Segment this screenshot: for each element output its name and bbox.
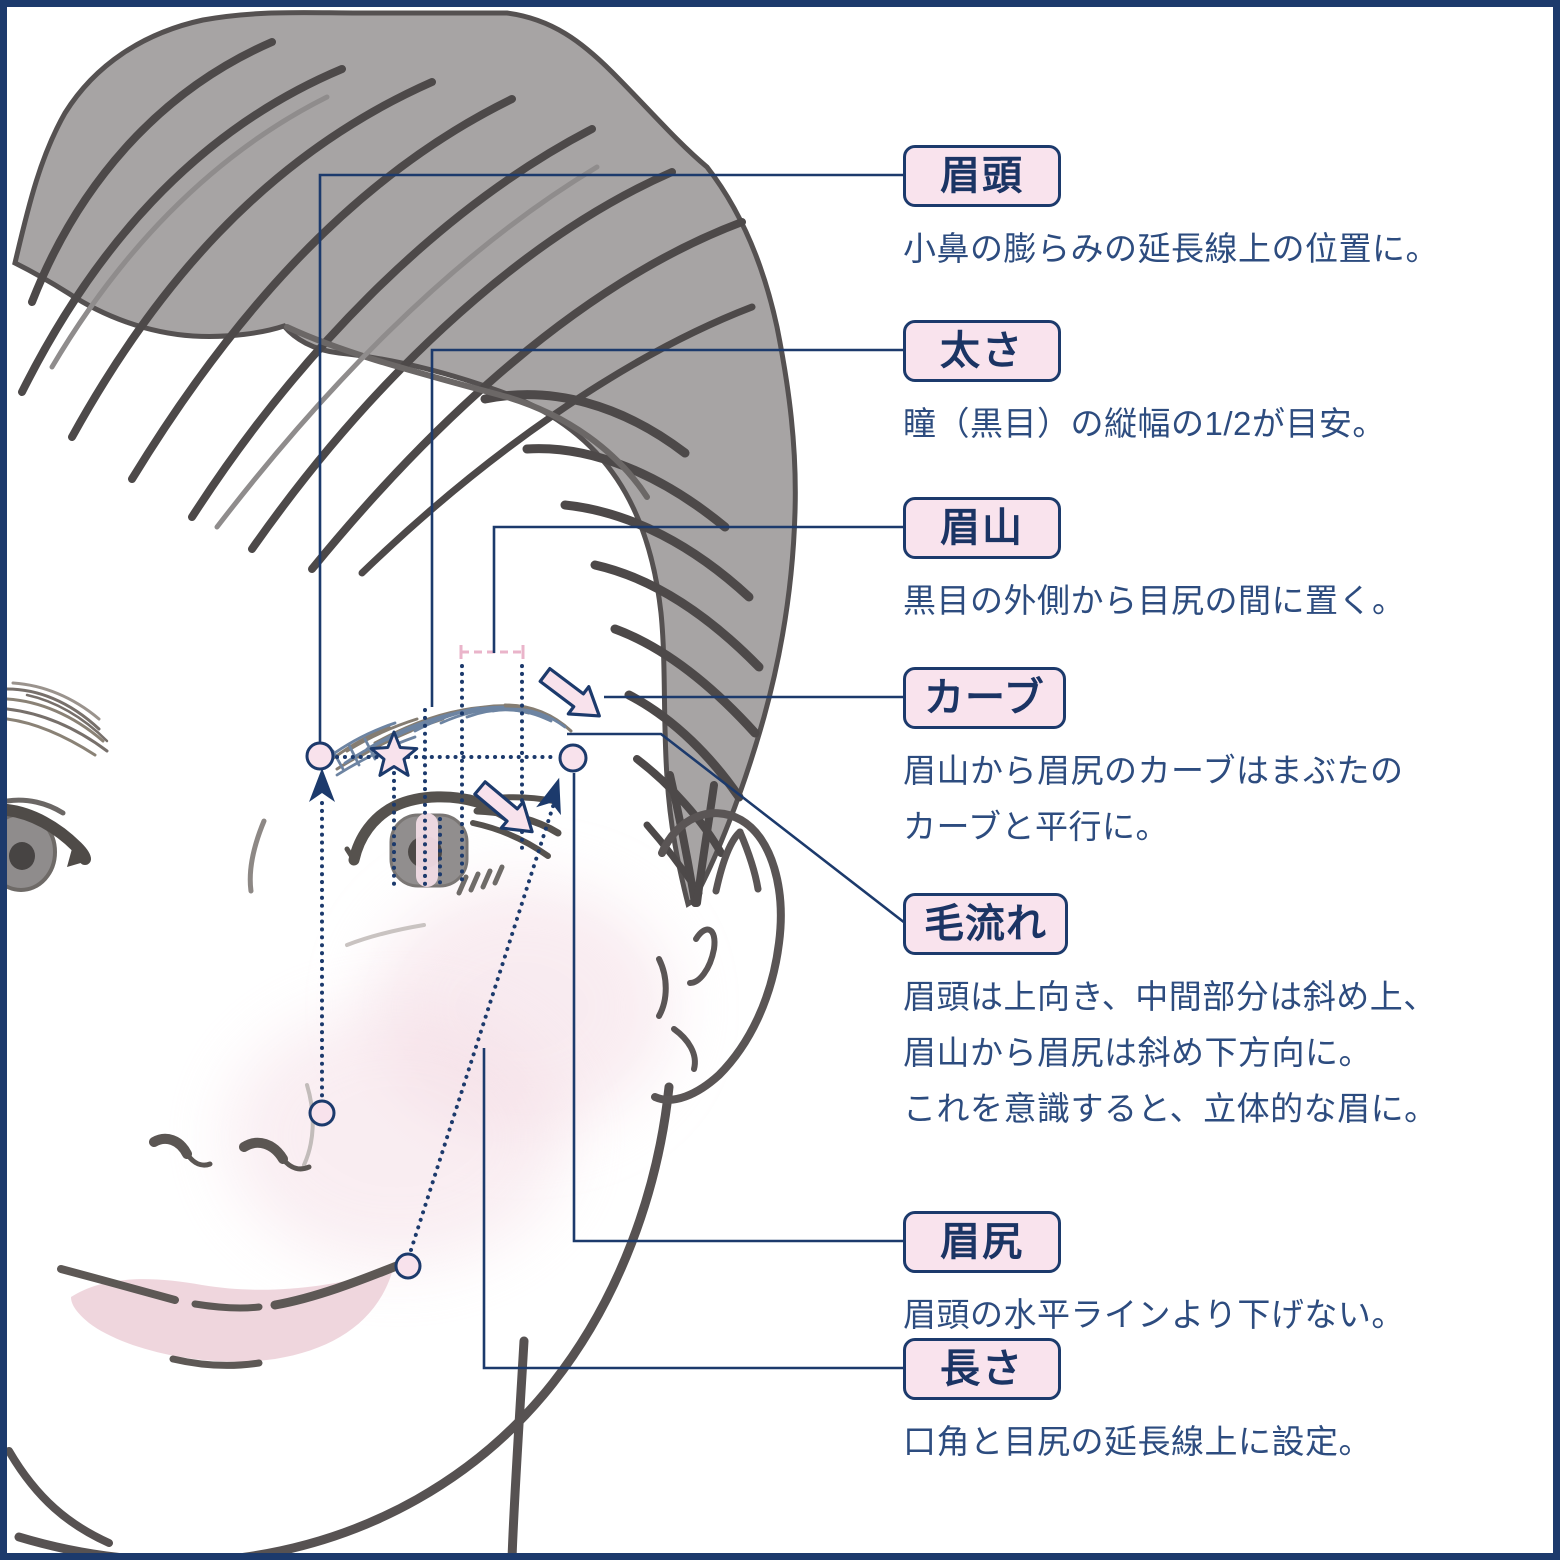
guide-dotted-lines [320, 664, 558, 1252]
nose-wing-marker [308, 1099, 336, 1127]
callout-brow-peak: 眉山 黒目の外側から目尻の間に置く。 [903, 497, 1523, 629]
callout-brow-head: 眉頭 小鼻の膨らみの延長線上の位置に。 [903, 145, 1523, 277]
mouth-to-tail-diagonal [409, 795, 558, 1252]
callout-label: 眉尻 [903, 1211, 1061, 1273]
nose-side-line [302, 1083, 315, 1167]
ear [651, 809, 785, 1104]
chin-left-line [7, 1447, 113, 1547]
callout-description: 眉頭は上向き、中間部分は斜め上、 眉山から眉尻は斜め下方向に。 これを意識すると… [903, 978, 1438, 1128]
callout-description: 小鼻の膨らみの延長線上の位置に。 [903, 230, 1439, 267]
lower-lashes [456, 864, 505, 896]
callout-label: 眉頭 [903, 145, 1061, 207]
callout-label: カーブ [903, 667, 1066, 729]
callout-description: 口角と目尻の延長線上に設定。 [903, 1423, 1372, 1460]
cheek-blush [227, 882, 672, 1267]
guide-markers [305, 667, 601, 1280]
leader-length [482, 1048, 903, 1370]
hair-tip-over-ear [666, 771, 718, 907]
measure-bracket [459, 645, 525, 659]
callout-description: 瞳（黒目）の縦幅の1/2が目安。 [903, 405, 1386, 442]
leader-lines [318, 173, 906, 1370]
callout-label: 眉山 [903, 497, 1061, 559]
jaw-line [14, 1082, 674, 1553]
callout-description: 眉頭の水平ラインより下げない。 [903, 1296, 1405, 1333]
left-eye [7, 797, 91, 892]
callout-curve: カーブ 眉山から眉尻のカーブはまぶたの カーブと平行に。 [903, 667, 1523, 855]
callout-label: 太さ [903, 320, 1061, 382]
diagonal-arrowhead-icon [536, 777, 561, 816]
callout-length: 長さ 口角と目尻の延長線上に設定。 [903, 1338, 1523, 1470]
left-eyebrow [7, 681, 109, 757]
leader-brow-head [318, 173, 903, 743]
leader-brow-tail [572, 773, 903, 1243]
hair [12, 10, 798, 908]
callout-description: 眉山から眉尻のカーブはまぶたの カーブと平行に。 [903, 752, 1404, 846]
up-arrowhead-icon [309, 768, 335, 802]
callout-label: 毛流れ [903, 893, 1068, 955]
lips [57, 1260, 404, 1369]
callout-description: 黒目の外側から目尻の間に置く。 [903, 582, 1406, 619]
hair-strands [18, 38, 764, 897]
leader-hair-flow [567, 732, 906, 925]
brow-tail-marker [558, 743, 588, 773]
callout-hair-flow: 毛流れ 眉頭は上向き、中間部分は斜め上、 眉山から眉尻は斜め下方向に。 これを意… [903, 893, 1523, 1137]
brow-head-marker [305, 741, 335, 771]
under-eye-line [345, 923, 426, 947]
face-illustration [7, 10, 906, 1553]
mouth-corner-marker [394, 1252, 422, 1280]
callout-brow-tail: 眉尻 眉頭の水平ラインより下げない。 [903, 1211, 1523, 1343]
face-lines [7, 818, 674, 1553]
flow-arrow-icon [473, 780, 534, 834]
neck-line [507, 1336, 529, 1553]
nose-bridge-line [247, 818, 267, 894]
curve-arrow-icon [538, 667, 601, 718]
leader-thickness [430, 348, 903, 707]
callout-label: 長さ [903, 1338, 1061, 1400]
nose [149, 1133, 312, 1172]
star-marker [369, 730, 419, 777]
iris-width-stripe [416, 813, 438, 887]
leader-brow-peak [492, 525, 903, 653]
right-eyebrow [325, 703, 573, 777]
callout-thickness: 太さ 瞳（黒目）の縦幅の1/2が目安。 [903, 320, 1523, 452]
